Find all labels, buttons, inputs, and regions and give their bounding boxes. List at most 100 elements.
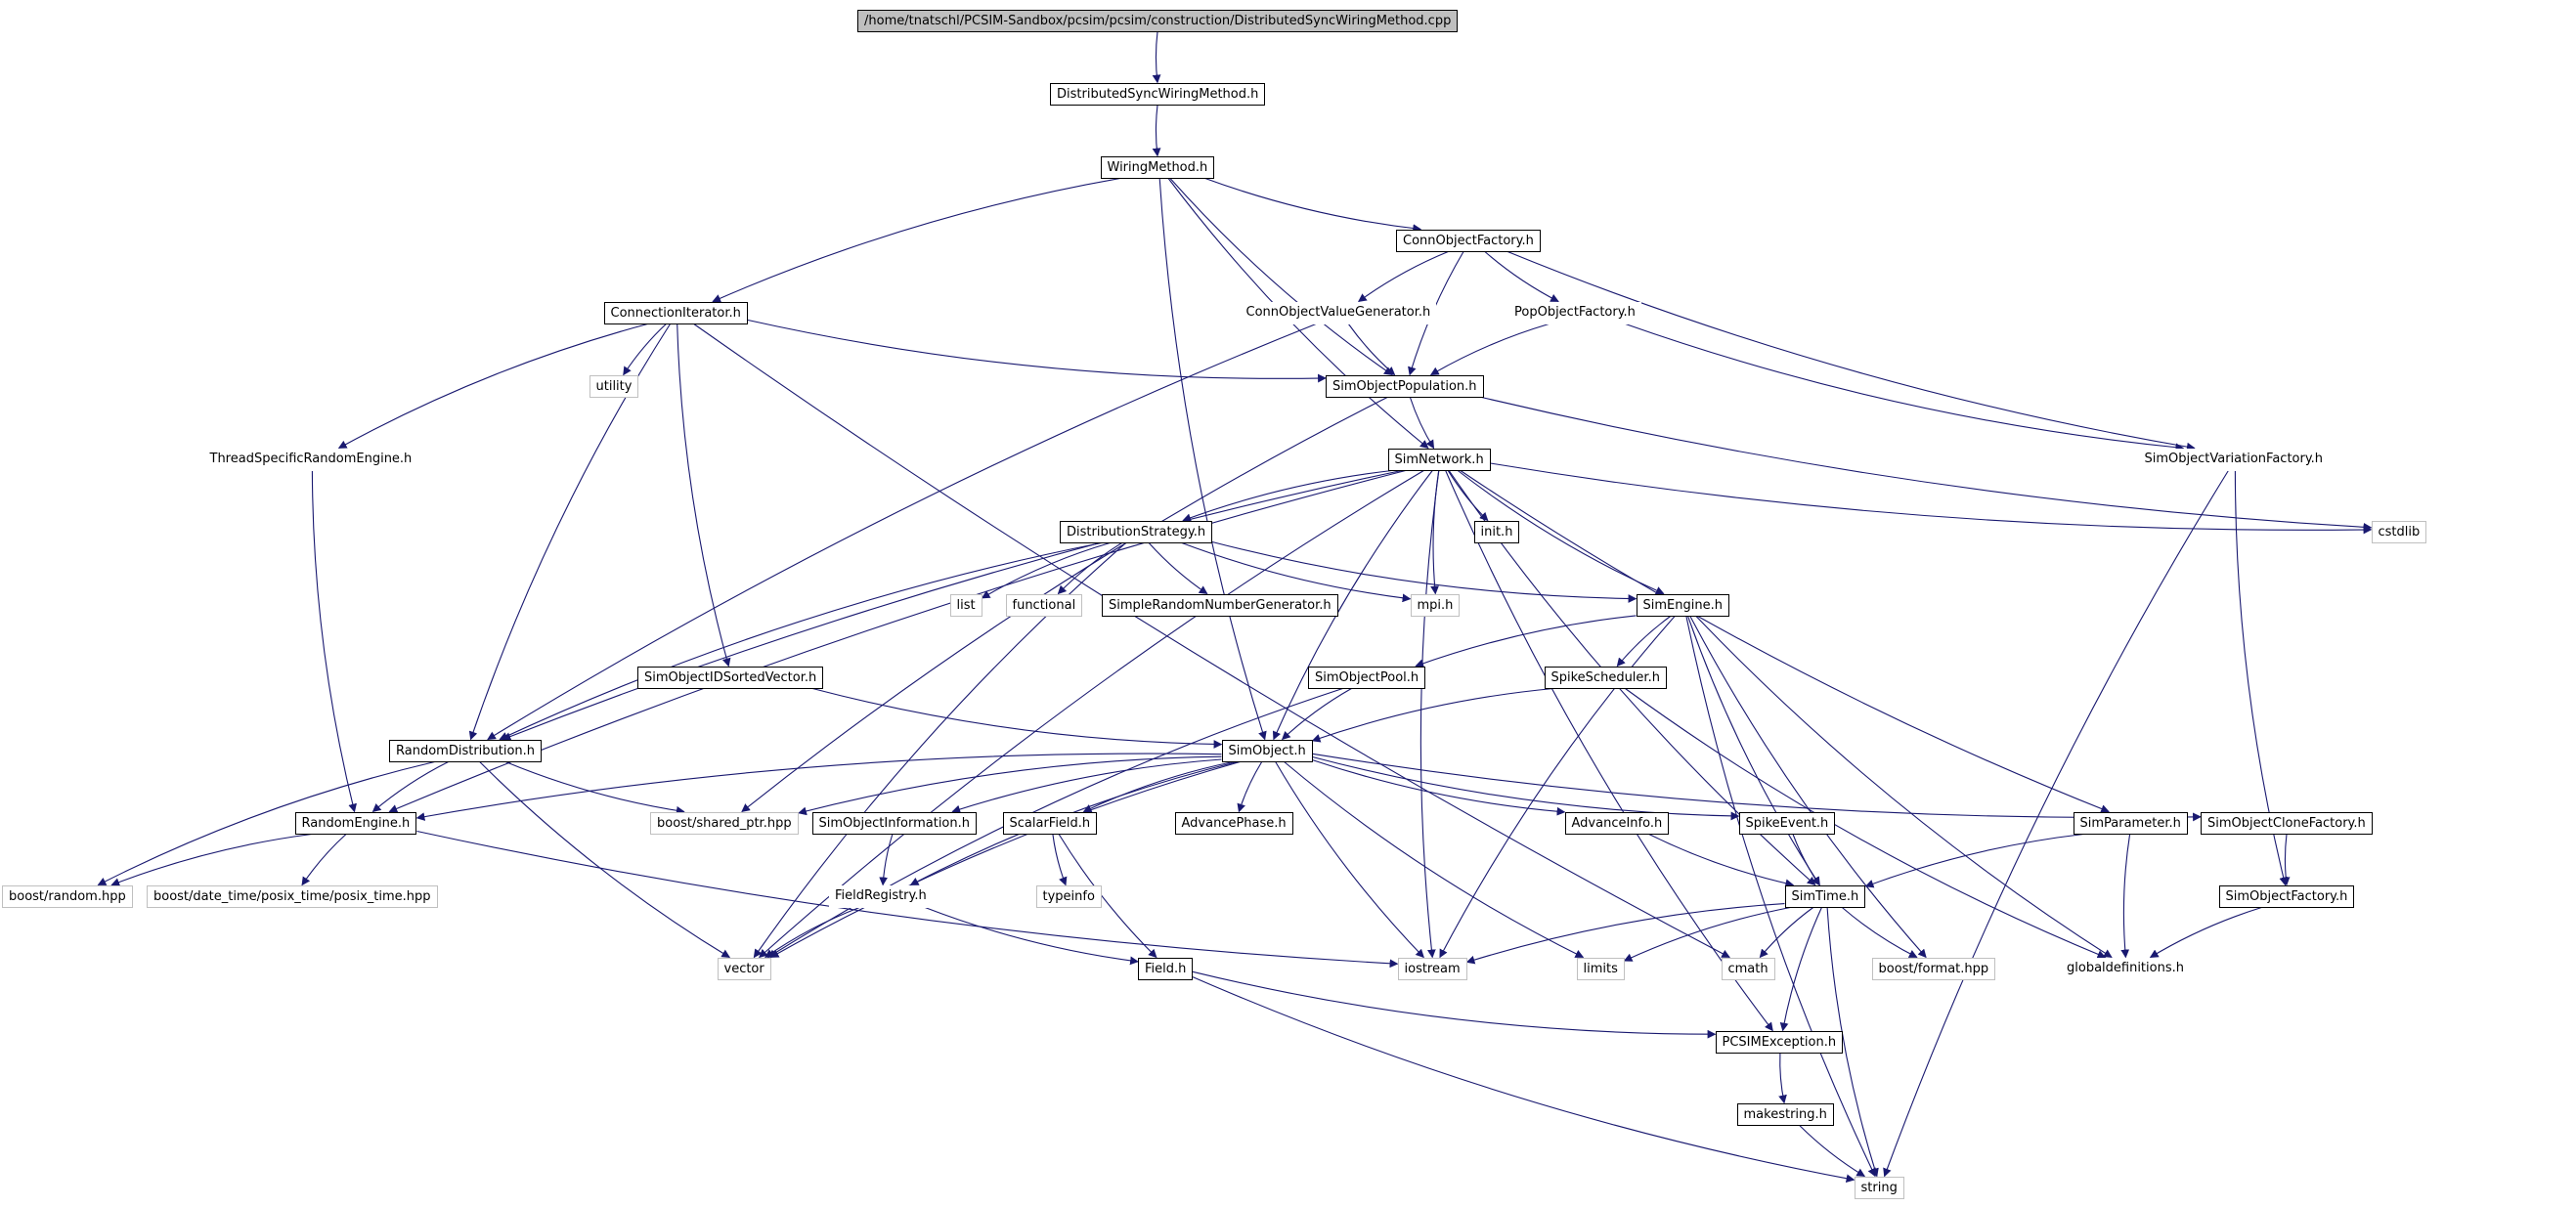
node-sf[interactable]: ScalarField.h [1002,811,1098,835]
node-cof[interactable]: ConnObjectFactory.h [1396,229,1541,252]
node-init[interactable]: init.h [1473,520,1520,543]
node-gd[interactable]: globaldefinitions.h [2061,957,2190,980]
edge-rd-to-re [371,761,449,813]
node-bsp: boost/shared_ptr.hpp [650,811,799,835]
node-limits: limits [1576,957,1625,980]
edge-pof-to-sovf [1625,323,2185,453]
edge-sn-to-init [1447,470,1489,522]
edge-wm-to-sop [1169,178,1393,376]
edge-wm-to-ci [712,177,1120,303]
edge-so-to-socf [1312,753,2202,822]
edge-soi-to-fr [879,834,894,886]
node-sofac[interactable]: SimObjectFactory.h [2218,884,2355,908]
edge-sop-to-bsp [741,397,1388,813]
edge-so-to-ap [1237,761,1263,813]
edge-ss-to-so [1311,687,1553,743]
node-root[interactable]: /home/tnatschl/PCSIM-Sandbox/pcsim/pcsim… [857,9,1459,32]
node-so[interactable]: SimObject.h [1221,739,1313,762]
edge-wm-to-so [1158,178,1267,741]
node-iostream: iostream [1397,957,1467,980]
edge-cof-to-sovf [1506,250,2196,452]
edge-st-to-pcsimex [1779,907,1822,1032]
node-sopool[interactable]: SimObjectPool.h [1308,666,1426,689]
edge-sn-to-sp [1460,470,2110,813]
node-bfmt: boost/format.hpp [1871,957,1996,980]
edge-ci-to-utility [623,323,667,376]
edge-st-to-string [1826,907,1879,1178]
edge-pcsimex-to-makestring [1778,1053,1787,1104]
node-dswm[interactable]: DistributedSyncWiringMethod.h [1050,82,1266,106]
edge-root-to-dswm [1152,31,1161,84]
edge-sofac-to-gd [2149,906,2262,958]
node-re[interactable]: RandomEngine.h [294,811,417,835]
edge-field-to-string [1192,976,1856,1184]
node-ci[interactable]: ConnectionIterator.h [603,301,748,324]
node-list: list [949,593,982,617]
edge-sop-to-cstdlib [1481,396,2373,532]
edge-so-to-sf [1082,760,1234,813]
edge-so-to-vector [769,760,1241,958]
edge-ci-to-tsre [337,323,648,449]
edge-ci-to-cmath [693,323,1730,958]
node-rd[interactable]: RandomDistribution.h [389,739,543,762]
edge-rd-to-br [97,760,435,885]
edge-re-to-iostream [416,830,1399,969]
node-sp[interactable]: SimParameter.h [2073,811,2188,835]
edge-sn-to-iostream [1419,470,1440,959]
edge-fr-to-field [925,906,1139,966]
node-mpi: mpi.h [1410,593,1461,617]
edge-sn-to-ds [1182,469,1392,522]
node-ap[interactable]: AdvancePhase.h [1174,811,1293,835]
edge-soidsv-to-so [812,687,1223,749]
edge-sf-to-field [1058,834,1157,959]
edge-so-to-re [415,753,1222,821]
edge-pof-to-sop [1429,323,1550,375]
edge-ds-to-list [981,541,1111,599]
edge-so-to-spe [1312,755,1740,821]
edge-socf-to-sofac [2281,834,2291,886]
node-br: boost/random.hpp [2,884,133,908]
node-soidsv[interactable]: SimObjectIDSortedVector.h [637,666,824,689]
node-pof[interactable]: PopObjectFactory.h [1508,301,1641,324]
edge-st-to-bfmt [1841,907,1918,958]
edge-se-to-st [1687,616,1820,886]
edge-rd-to-bsp [504,760,685,815]
node-field[interactable]: Field.h [1138,957,1194,980]
edge-st-to-limits [1623,906,1791,962]
node-sop[interactable]: SimObjectPopulation.h [1326,374,1484,398]
node-se[interactable]: SimEngine.h [1636,593,1729,617]
edge-covg-to-rd [487,323,1317,740]
edge-cof-to-pof [1484,251,1559,302]
node-ss[interactable]: SpikeScheduler.h [1544,666,1667,689]
edge-sopool-to-vector [766,687,1343,958]
node-ds[interactable]: DistributionStrategy.h [1060,520,1213,543]
edge-ai-to-st [1648,834,1795,888]
node-spe[interactable]: SpikeEvent.h [1738,811,1836,835]
node-soi[interactable]: SimObjectInformation.h [811,811,977,835]
node-fr[interactable]: FieldRegistry.h [829,884,933,908]
node-functional: functional [1005,593,1083,617]
node-typeinfo: typeinfo [1035,884,1102,908]
edge-sp-to-st [1864,833,2084,888]
edge-se-to-sopool [1415,615,1637,668]
edge-sopool-to-so [1281,688,1352,741]
node-sovf[interactable]: SimObjectVariationFactory.h [2138,448,2330,471]
node-ai[interactable]: AdvanceInfo.h [1564,811,1670,835]
edge-ds-to-functional [1057,542,1122,595]
node-sn[interactable]: SimNetwork.h [1387,448,1491,471]
edge-field-to-pcsimex [1192,970,1717,1039]
node-st[interactable]: SimTime.h [1784,884,1866,908]
node-makestring[interactable]: makestring.h [1736,1102,1834,1126]
edge-ci-to-soidsv [677,323,731,668]
edge-so-to-ai [1312,759,1566,816]
node-srng[interactable]: SimpleRandomNumberGenerator.h [1102,593,1338,617]
edge-cof-to-covg [1357,250,1449,303]
node-socf[interactable]: SimObjectCloneFactory.h [2201,811,2373,835]
edge-st-to-iostream [1465,903,1785,965]
node-tsre[interactable]: ThreadSpecificRandomEngine.h [203,448,418,471]
edge-re-to-br [110,833,312,886]
node-covg[interactable]: ConnObjectValueGenerator.h [1240,301,1437,324]
node-vector: vector [717,957,771,980]
node-pcsimex[interactable]: PCSIMException.h [1715,1030,1844,1054]
node-wm[interactable]: WiringMethod.h [1100,155,1215,179]
